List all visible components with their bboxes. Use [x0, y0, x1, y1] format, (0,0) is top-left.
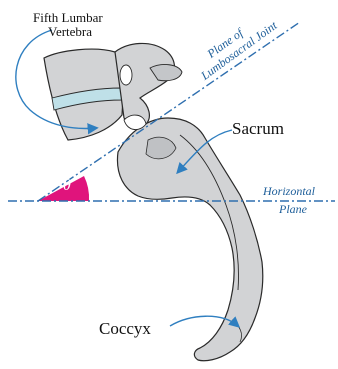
horizontal-plane-label-line1: Horizontal	[263, 185, 315, 197]
fifth-lumbar-label-line2: Vertebra	[48, 25, 92, 38]
horizontal-plane-label-line2: Plane	[279, 203, 307, 215]
l5-foramen	[120, 65, 132, 85]
coccyx-label: Coccyx	[99, 320, 151, 337]
sacrum-label: Sacrum	[232, 120, 284, 137]
angle-theta-label: θ	[63, 178, 71, 194]
facet-joint	[124, 115, 146, 130]
fifth-lumbar-label-line1: Fifth Lumbar	[33, 11, 103, 24]
